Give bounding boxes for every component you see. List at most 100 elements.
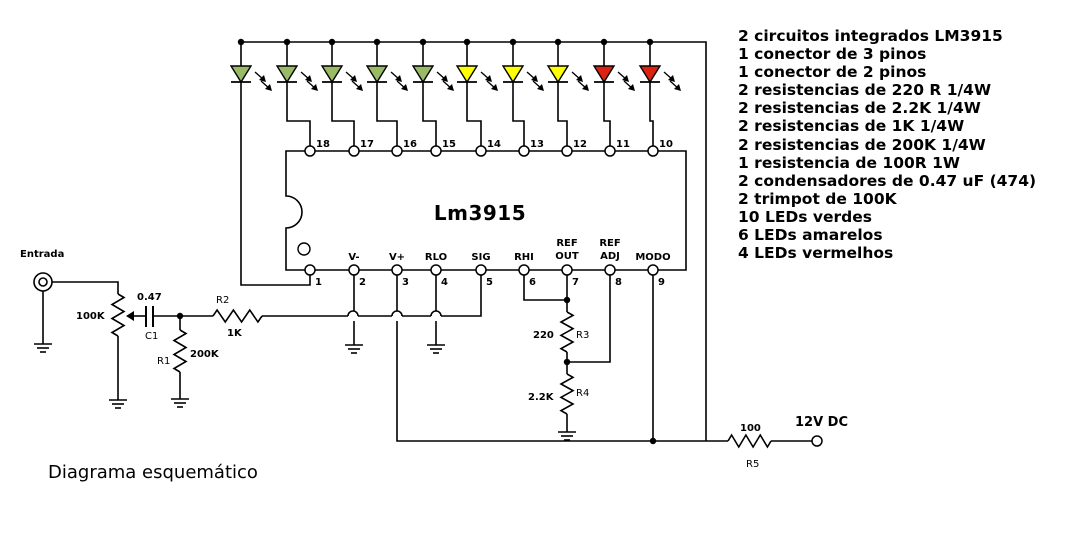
led-to-pin <box>331 98 355 151</box>
light-arrow-head <box>668 75 675 82</box>
pin-circle <box>518 264 530 276</box>
junction-dot <box>283 38 291 46</box>
component-labels: Entrada 100K 0.47 C1 R2 1K R1 200K 220 R… <box>20 249 848 470</box>
pin-circle <box>604 264 616 276</box>
resistor-r5 <box>727 433 772 449</box>
resistor-r2 <box>212 308 263 324</box>
led-green <box>411 42 454 98</box>
pin-number: 14 <box>487 139 501 150</box>
junction-dot <box>328 38 336 46</box>
rhi-to-refout <box>523 275 567 301</box>
pin-number: 17 <box>360 139 374 150</box>
parts-list-item: 1 conector de 2 pinos <box>738 63 927 82</box>
light-arrow-head <box>259 75 266 82</box>
led-to-pin <box>649 98 654 151</box>
ground-symbol <box>558 424 576 441</box>
junction-dot <box>554 38 562 46</box>
led-triangle <box>365 65 389 84</box>
parts-list-item: 2 circuitos integrados LM3915 <box>738 27 1003 45</box>
pin-label: RLO <box>425 252 447 263</box>
cap-name: C1 <box>145 331 158 342</box>
led-yellow <box>455 42 498 98</box>
parts-list-item: 2 resistencias de 220 R 1/4W <box>738 81 992 100</box>
supply-terminal <box>811 435 823 447</box>
pin-circle <box>561 145 573 157</box>
light-arrow-head <box>401 84 408 91</box>
light-arrow-head <box>622 75 629 82</box>
pin-label: REF <box>556 238 577 249</box>
pin-label: SIG <box>471 252 490 263</box>
led-triangle <box>501 65 525 84</box>
refadj-wire <box>567 275 611 363</box>
junction-dot <box>176 312 184 320</box>
wires <box>42 41 812 442</box>
r2-value: 1K <box>227 328 243 339</box>
r5-value: 100 <box>740 423 761 434</box>
pin-circle <box>604 145 616 157</box>
pin1-marker <box>297 242 311 256</box>
pin-circle <box>561 264 573 276</box>
light-arrow-head <box>441 75 448 82</box>
light-arrow-head <box>356 84 363 91</box>
junction-dot <box>563 296 571 304</box>
junction-dot <box>649 437 657 445</box>
r4-value: 2.2K <box>528 392 555 403</box>
led-triangle <box>592 65 616 84</box>
r1-value: 200K <box>190 349 220 360</box>
pin-circle <box>304 145 316 157</box>
led-triangle <box>455 65 479 84</box>
led-green <box>229 42 272 98</box>
pot-wiper-arrow <box>126 311 134 321</box>
wire-crossover <box>430 310 442 317</box>
led-red <box>638 42 681 98</box>
junction-dot <box>600 38 608 46</box>
pin-label: MODO <box>635 252 670 263</box>
pin-label: REF <box>599 238 620 249</box>
light-arrow-head <box>531 75 538 82</box>
led-to-pin <box>512 98 525 151</box>
parts-list-item: 6 LEDs amarelos <box>738 226 883 245</box>
signal-to-pin5 <box>441 275 482 317</box>
led-triangle <box>638 65 662 84</box>
diagram-caption: Diagrama esquemático <box>48 462 258 483</box>
r4-name: R4 <box>576 388 589 399</box>
junction-dot <box>419 38 427 46</box>
pin-number: 4 <box>441 277 448 288</box>
cap-value: 0.47 <box>137 292 162 303</box>
led-to-pin <box>603 98 611 151</box>
ic-title: Lm3915 <box>434 201 526 225</box>
r5-name: R5 <box>746 459 759 470</box>
pin-number: 10 <box>659 139 673 150</box>
pin-number: 8 <box>615 277 622 288</box>
light-arrow-head <box>628 84 635 91</box>
light-arrow-head <box>537 84 544 91</box>
pin-circle <box>518 145 530 157</box>
r1-name: R1 <box>157 356 170 367</box>
pin-circle <box>647 145 659 157</box>
led-to-pin <box>466 98 482 151</box>
pin-circle <box>348 264 360 276</box>
pin-circle <box>391 264 403 276</box>
led1-to-pin1 <box>240 98 311 286</box>
junction-dot <box>509 38 517 46</box>
junction-dot <box>563 358 571 366</box>
parts-list: 2 circuitos integrados LM3915 1 conector … <box>738 27 1036 262</box>
led-array <box>229 42 681 98</box>
led-triangle <box>546 65 570 84</box>
pin-number: 9 <box>658 277 665 288</box>
input-jack-inner <box>38 277 48 287</box>
parts-list-item: 2 resistencias de 2.2K 1/4W <box>738 99 981 118</box>
pin-label: RHI <box>514 252 534 263</box>
led-yellow <box>501 42 544 98</box>
light-arrow-head <box>491 84 498 91</box>
pin-number: 2 <box>359 277 366 288</box>
top-supply-rail <box>241 41 707 441</box>
pot-value: 100K <box>76 311 106 322</box>
junction-dot <box>373 38 381 46</box>
parts-list-item: 1 resistencia de 100R 1W <box>738 153 960 172</box>
led-yellow <box>546 42 589 98</box>
potentiometer-100k <box>110 293 126 337</box>
parts-list-item: 2 trimpot de 100K <box>738 189 897 208</box>
pin-circle <box>391 145 403 157</box>
